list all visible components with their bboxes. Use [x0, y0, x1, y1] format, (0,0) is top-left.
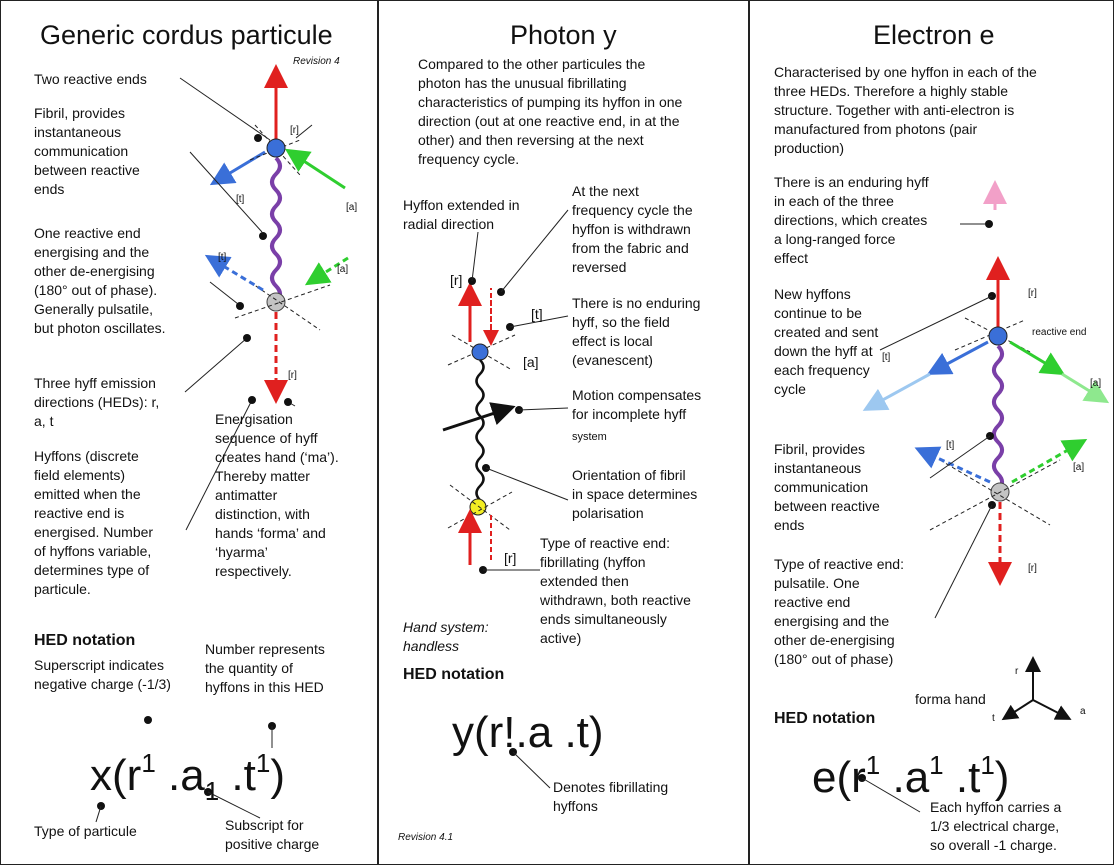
p1-label-t: [t]: [236, 194, 245, 205]
p1-label-r2: [r]: [288, 370, 297, 381]
p3-reactive-end-top: [988, 326, 1008, 346]
p2-label-t: [t]: [531, 306, 543, 322]
p2-hed-notation: HED notation: [403, 666, 505, 683]
panel-divider-1: [377, 0, 379, 865]
p1-label-a2: [a]: [337, 264, 349, 275]
p2-reactive-end-top: [471, 343, 489, 361]
panel2-title: Photon y: [510, 20, 617, 50]
p3-label-r2: [r]: [1028, 563, 1037, 574]
p2-formula: y(r!.a .t): [452, 708, 604, 757]
p1-text-ends: Two reactive ends: [34, 71, 147, 87]
panel-divider-2: [748, 0, 750, 865]
p2-label-r2: [r]: [504, 550, 517, 566]
p3-label-t2: [t]: [946, 440, 955, 451]
p3-axis-r-label: r: [1015, 666, 1019, 677]
p1-a-arrow: [284, 148, 346, 190]
p2-motion-arrow: [442, 402, 516, 432]
p3-axis-t: [1001, 699, 1034, 721]
p1-a-dashed: [304, 256, 349, 286]
panel2-diagram: [442, 209, 569, 789]
p2-label-r: [r]: [450, 272, 463, 288]
panel1-revision: Revision 4: [293, 56, 340, 67]
p3-formula: e(r1 .a1 .t1): [812, 750, 1010, 802]
p3-a-dashed: [1011, 439, 1088, 484]
p1-label-t2: [t]: [218, 252, 227, 263]
p3-label-a: [a]: [1090, 378, 1102, 389]
p2-reactive-end-bottom: [469, 498, 487, 516]
p3-label-r: [r]: [1028, 288, 1037, 299]
p1-reactive-end-bottom: [266, 292, 286, 312]
p2-fibril: [475, 359, 485, 515]
p3-label-a2: [a]: [1073, 462, 1085, 473]
p3-t-light: [862, 372, 931, 411]
p1-label-r: [r]: [290, 125, 299, 136]
p1-fibril: [270, 156, 282, 304]
panel1-title: Generic cordus particule: [40, 20, 333, 50]
p3-label-t: [t]: [882, 352, 891, 363]
p2-revision: Revision 4.1: [398, 832, 454, 843]
panel3-diagram: [858, 180, 1110, 813]
p1-t-dashed: [204, 254, 264, 292]
p1-hed-notation: HED notation: [34, 632, 136, 649]
p3-axis-a: [1032, 699, 1072, 720]
panel1-diagram: [95, 64, 349, 823]
p1-reactive-end-top: [266, 138, 286, 158]
p3-t-dashed: [914, 446, 991, 484]
p3-forma-hand: forma hand: [915, 691, 986, 707]
p1-text-type: Type of particule: [34, 823, 137, 839]
p1-formula: x(r1 .a1 .t1): [90, 748, 285, 806]
p3-axis-a-label: a: [1080, 706, 1086, 717]
panel3-title: Electron e: [873, 20, 995, 50]
p3-fibril: [992, 344, 1004, 492]
p3-a-light: [1061, 372, 1110, 404]
p3-hed-notation: HED notation: [774, 710, 876, 727]
p3-reactive-end: reactive end: [1032, 327, 1087, 338]
p3-a-arrow: [1009, 340, 1066, 376]
p2-label-a: [a]: [523, 354, 539, 370]
p1-label-a: [a]: [346, 202, 358, 213]
p3-axis-t-label: t: [992, 713, 995, 724]
p3-t-arrow: [926, 340, 989, 375]
